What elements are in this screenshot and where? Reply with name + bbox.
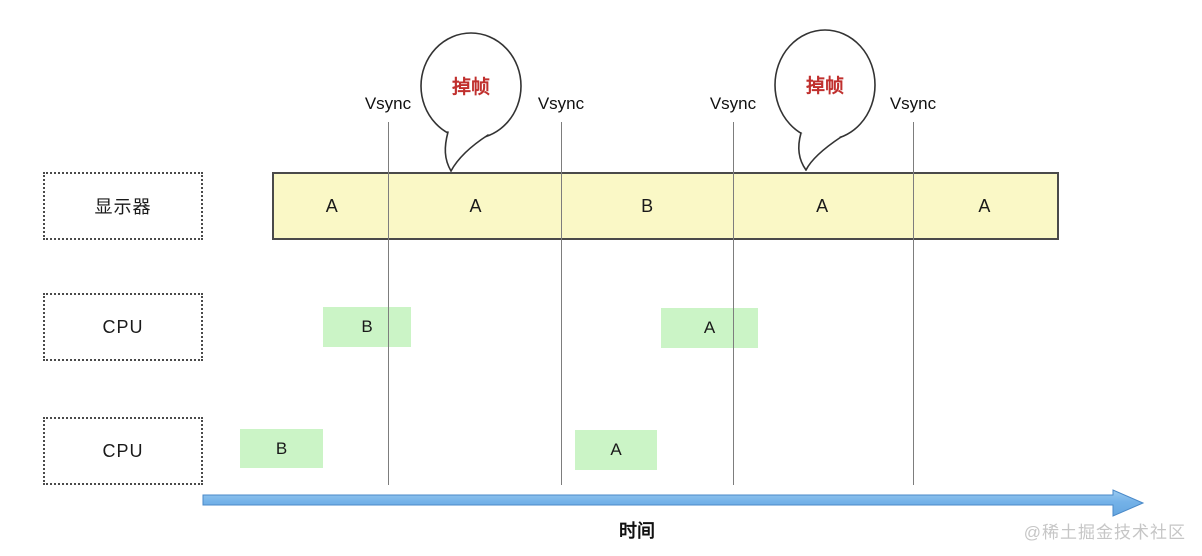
cpu-bottom-block-b: B [240,429,323,468]
vsync-label-3: Vsync [709,94,757,113]
vsync-line-4 [913,122,914,485]
vsync-label-1: Vsync [364,94,412,113]
cpu-top-row-label: CPU [43,293,203,361]
cpu-bottom-row-label: CPU [43,417,203,485]
display-frame-segment: B [641,195,654,216]
time-axis-label: 时间 [619,521,655,541]
display-frame-segment: A [325,195,338,216]
vsync-label-2: Vsync [537,94,585,113]
display-frame-bar: A A B A A [272,172,1059,240]
watermark-text: @稀土掘金技术社区 [1023,523,1186,542]
display-row-label: 显示器 [43,172,203,240]
cpu-bottom-block-a: A [575,430,657,470]
display-frame-segment: A [816,195,829,216]
cpu-top-block-b: B [323,307,411,347]
display-frame-segment: A [978,195,991,216]
vsync-line-3 [733,122,734,485]
vsync-label-4: Vsync [889,94,937,113]
time-axis-arrow [202,489,1145,517]
drop-frame-text-1: 掉帧 [452,75,490,98]
vsync-line-1 [388,122,389,485]
vsync-line-2 [561,122,562,485]
display-frame-segment: A [469,195,482,216]
cpu-top-block-a: A [661,308,758,348]
drop-frame-text-2: 掉帧 [806,74,844,97]
